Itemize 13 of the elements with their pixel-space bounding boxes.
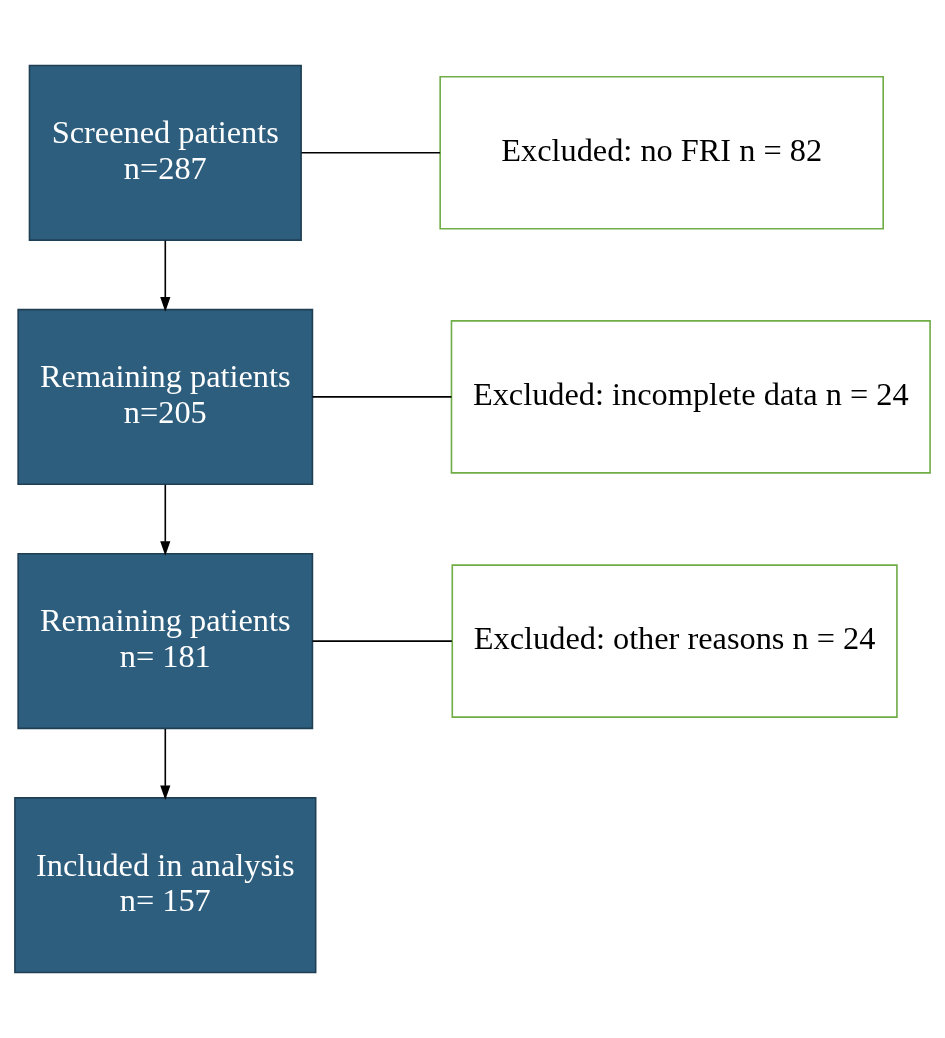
node-box: Included in analysis n= 157 xyxy=(14,797,317,974)
node-box: Excluded: incomplete data n = 24 xyxy=(450,320,931,474)
connector xyxy=(311,396,453,398)
arrow xyxy=(160,484,171,556)
arrow xyxy=(160,728,171,800)
node-box: Excluded: no FRI n = 82 xyxy=(439,76,884,230)
node-box: Excluded: other reasons n = 24 xyxy=(451,564,898,718)
arrow xyxy=(160,239,171,312)
connector xyxy=(311,640,453,642)
node-box: Remaining patients n=205 xyxy=(17,308,314,486)
node-box: Remaining patients n= 181 xyxy=(17,552,314,730)
node-box: Screened patients n=287 xyxy=(28,64,302,241)
connector xyxy=(300,151,441,154)
